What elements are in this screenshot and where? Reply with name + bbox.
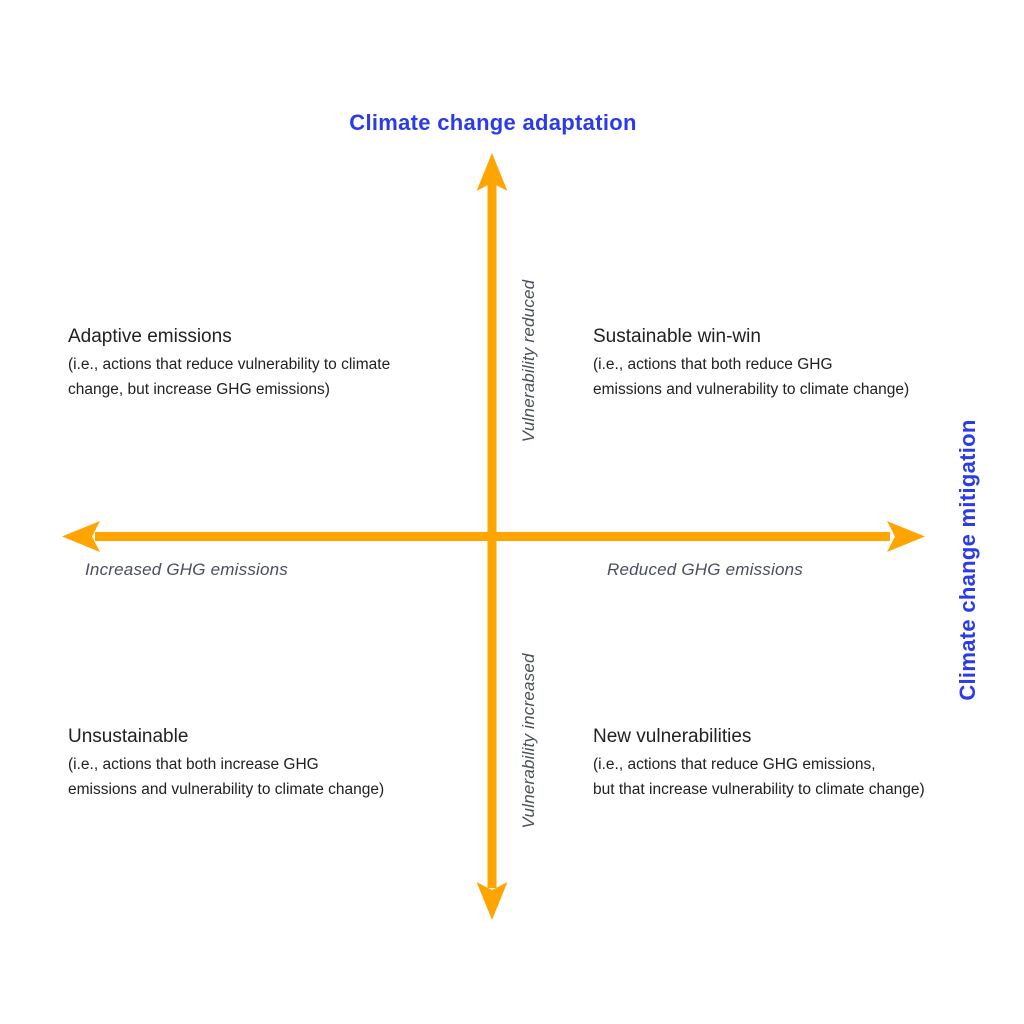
quadrant-heading: New vulnerabilities <box>593 726 752 747</box>
axis-label-vulnerability-reduced: Vulnerability reduced <box>519 279 538 443</box>
axis-label-vulnerability-increased: Vulnerability increased <box>519 653 538 829</box>
quadrant-bottom-left: Unsustainable (i.e., actions that both i… <box>68 724 508 802</box>
quadrant-top-right: Sustainable win-win (i.e., actions that … <box>593 324 1024 402</box>
quadrant-description: (i.e., actions that reduce GHG emissions… <box>593 756 925 798</box>
quadrant-top-left: Adaptive emissions (i.e., actions that r… <box>68 324 508 402</box>
quadrant-description: (i.e., actions that both increase GHG em… <box>68 756 385 798</box>
vertical-axis-title: Climate change adaptation <box>349 110 637 135</box>
arrowhead-right-icon <box>887 521 925 552</box>
quadrant-heading: Sustainable win-win <box>593 326 761 347</box>
quadrant-description: (i.e., actions that both reduce GHG emis… <box>593 356 910 398</box>
axis-label-reduced-ghg: Reduced GHG emissions <box>607 560 803 579</box>
quadrant-description: (i.e., actions that reduce vulnerability… <box>68 356 391 398</box>
quadrant-heading: Unsustainable <box>68 726 189 747</box>
arrowhead-up-icon <box>476 153 508 191</box>
horizontal-axis-arrow <box>62 521 925 552</box>
axis-label-increased-ghg: Increased GHG emissions <box>85 560 289 579</box>
horizontal-axis-title: Climate change mitigation <box>955 419 980 701</box>
quadrant-bottom-right: New vulnerabilities (i.e., actions that … <box>593 724 1024 802</box>
arrowhead-left-icon <box>62 521 100 552</box>
quadrant-heading: Adaptive emissions <box>68 326 232 347</box>
arrowhead-down-icon <box>476 882 508 920</box>
